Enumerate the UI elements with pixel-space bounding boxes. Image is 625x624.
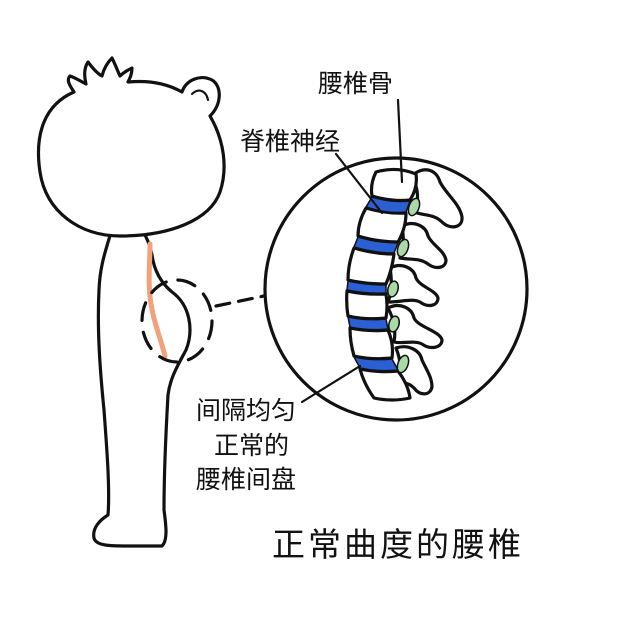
leader-line-vertebra [396, 98, 404, 184]
leader-line-spinal-nerve [334, 152, 384, 215]
figure-body [92, 226, 192, 548]
intervertebral-disc [347, 316, 389, 331]
leader-line-disc [300, 364, 362, 404]
figure-head [36, 56, 226, 238]
spinous-process [386, 304, 444, 350]
vertebral-body [348, 326, 395, 361]
vertebral-body [358, 367, 412, 402]
intervertebral-disc [352, 355, 400, 372]
spinal-nerve-root [396, 354, 410, 374]
vertebral-body [369, 167, 418, 203]
figure-spine-line [146, 241, 168, 359]
intervertebral-disc [364, 196, 412, 214]
intervertebral-disc [346, 280, 387, 294]
label-vertebra: 腰椎骨 [318, 69, 393, 98]
cartoon-figure [36, 56, 266, 548]
label-disc-line2: 正常的 [214, 431, 289, 460]
zoom-connector-dashed-line [214, 294, 266, 308]
diagram-caption: 正常曲度的腰椎 [272, 525, 524, 564]
label-spinal-nerve: 脊椎神经 [240, 127, 340, 156]
label-disc-line1: 间隔均匀 [196, 396, 296, 425]
vertebral-body [346, 246, 396, 286]
spinous-process [386, 264, 440, 308]
spinal-nerve-root [387, 315, 401, 333]
lumbar-column [345, 167, 464, 402]
figure-ear-detail [190, 89, 210, 102]
spinal-nerve-root [396, 238, 410, 258]
spinal-nerve-root [407, 197, 421, 217]
label-disc-line3: 腰椎间盘 [196, 465, 296, 494]
spinal-nerve-root [386, 280, 400, 298]
lower-back-dashed-ellipse [140, 278, 214, 364]
intervertebral-disc [352, 236, 400, 254]
vertebral-body [345, 289, 389, 321]
